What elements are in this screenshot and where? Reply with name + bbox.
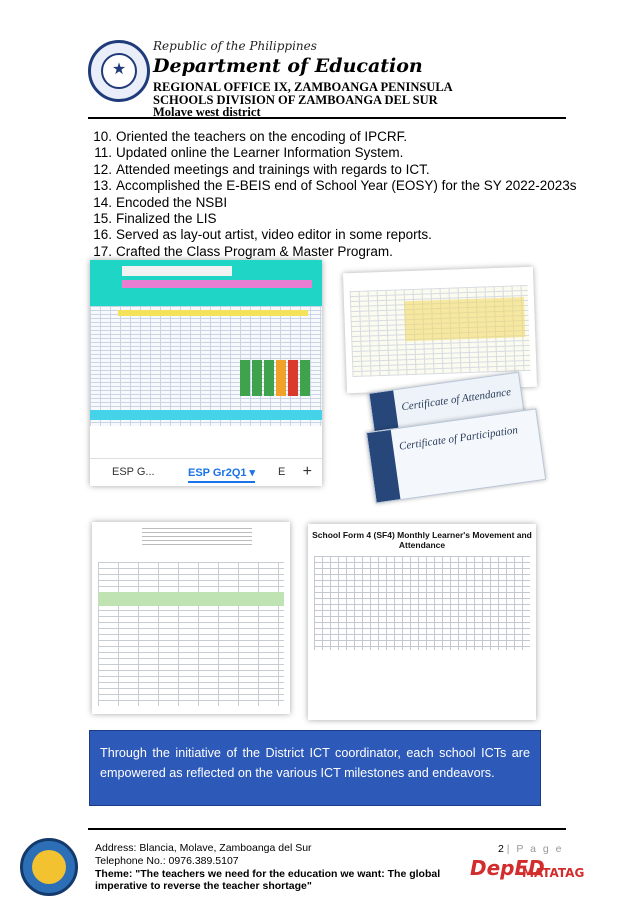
district-name: Molave west district [153,105,261,119]
list-item: 10.Oriented the teachers on the encoding… [93,129,408,144]
deped-logo: DepED [470,856,545,880]
list-item: 14.Encoded the NSBI [93,194,228,210]
schools-division: SCHOOLS DIVISION OF ZAMBOANGA DEL SUR [153,93,438,107]
sf4-form-screenshot: School Form 4 (SF4) Monthly Learner's Mo… [308,524,536,720]
spreadsheet-screenshot: ESP G... ESP Gr2Q1 ▾ E + [90,260,322,486]
page-number: 2 | P a g e [498,843,564,855]
department-heading: Department of Education [153,55,423,77]
sf4-title: School Form 4 (SF4) Monthly Learner's Mo… [312,530,532,550]
list-item: 11.Updated online the Learner Informatio… [94,145,404,161]
footer-telephone: Telephone No.: 0976.389.5107 [95,855,239,867]
tab-esp-g: ESP G... [112,466,155,478]
deped-seal-logo: ★ [88,40,150,102]
header-divider [88,117,566,119]
footer-divider [88,828,566,830]
sf7-form-screenshot [92,522,290,714]
footer-theme: Theme: "The teachers we need for the edu… [95,868,441,892]
callout-box: Through the initiative of the District I… [89,730,541,806]
district-seal-logo [20,838,78,896]
sheet-highlight-row [118,310,308,316]
add-sheet-icon: + [302,463,312,480]
list-item: 13.Accomplished the E-BEIS end of School… [93,178,577,194]
sheet-header-band [90,260,322,306]
tab-esp-gr2q1: ESP Gr2Q1 ▾ [188,466,256,483]
list-item: 16.Served as lay-out artist, video edito… [93,227,432,243]
accomplishment-list: 10.Oriented the teachers on the encoding… [92,129,577,260]
footer-address: Address: Blancia, Molave, Zamboanga del … [95,842,312,854]
tab-e: E [278,466,286,478]
sheet-tab-bar: ESP G... ESP Gr2Q1 ▾ E + [90,458,322,486]
list-item: 12.Attended meetings and trainings with … [93,161,430,177]
regional-office: REGIONAL OFFICE IX, ZAMBOANGA PENINSULA [153,80,453,94]
republic-heading: Republic of the Philippines [153,39,317,53]
sheet-grid [90,306,322,426]
list-item: 15.Finalized the LIS [93,211,217,227]
sheet-footer-band [90,410,322,420]
list-item: 17.Crafted the Class Program & Master Pr… [93,243,393,259]
matatag-logo: MATATAG [522,866,585,880]
